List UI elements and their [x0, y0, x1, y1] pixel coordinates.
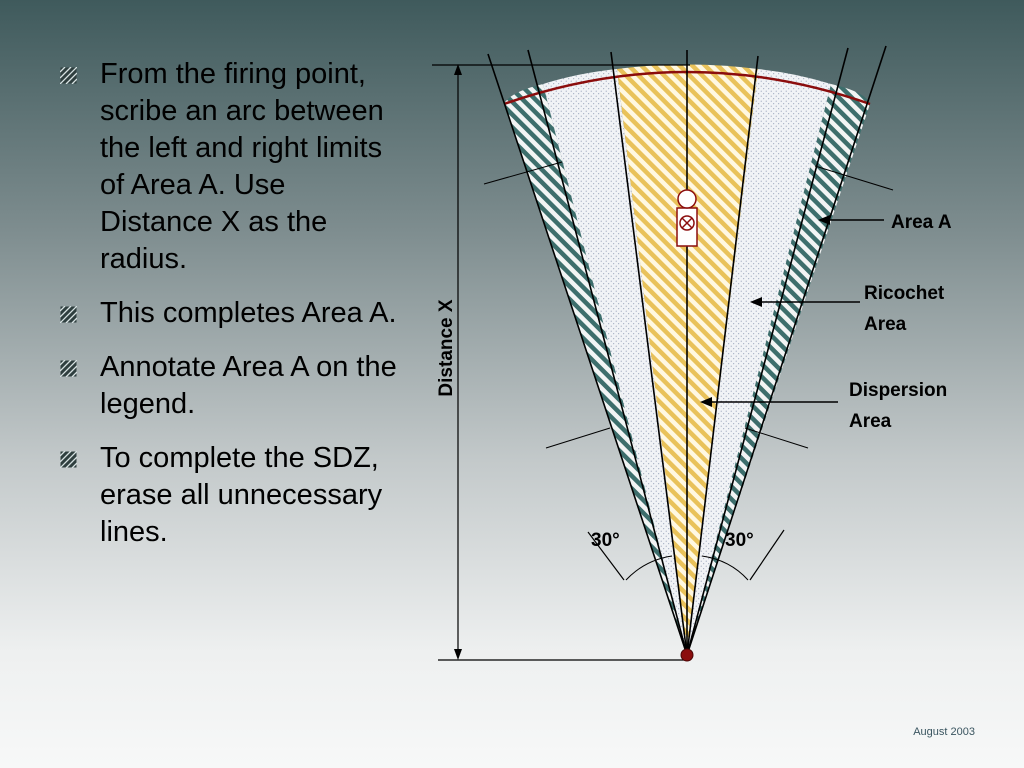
footer-date: August 2003: [913, 726, 975, 738]
angle-arcs: [625, 555, 749, 581]
distance-dimension: [432, 64, 690, 661]
bullet-item: From the firing point, scribe an arc bet…: [60, 56, 405, 278]
hatched-square-icon: [60, 451, 77, 468]
area-a-right-wedge: [687, 84, 870, 655]
target-symbol-icon: [676, 189, 698, 247]
area-a-left-wedge: [504, 84, 687, 655]
arrowhead-dispersion: [700, 397, 712, 407]
firing-point-icon: [680, 648, 694, 662]
hatched-square-icon: [60, 306, 77, 323]
angle-right-label: 30°: [725, 530, 754, 551]
angle-left-label: 30°: [591, 530, 620, 551]
hatched-square-icon: [60, 360, 77, 377]
distance-label: Distance X: [436, 299, 457, 396]
tick-marks: [483, 161, 894, 449]
dispersion-label-line2: Area: [849, 411, 892, 432]
leader-lines: [710, 219, 884, 403]
ricochet-label-line1: Ricochet: [864, 283, 945, 304]
bullet-list: From the firing point, scribe an arc bet…: [60, 56, 405, 568]
hatched-square-icon: [60, 67, 77, 84]
bullet-item: This completes Area A.: [60, 295, 405, 332]
ricochet-area-right: [687, 69, 831, 655]
area-a-label: Area A: [891, 212, 952, 233]
arrowhead-bottom: [454, 649, 462, 660]
ricochet-area-left: [543, 69, 687, 655]
arrowhead-area-a: [818, 215, 830, 225]
bullet-item: To complete the SDZ, erase all unnecessa…: [60, 440, 405, 551]
bullet-text: This completes Area A.: [100, 297, 397, 329]
dispersion-label-line1: Dispersion: [849, 380, 947, 401]
bullet-text: From the firing point, scribe an arc bet…: [100, 58, 384, 275]
arrowhead-top: [454, 64, 462, 75]
bullet-item: Annotate Area A on the legend.: [60, 349, 405, 423]
ricochet-label-line2: Area: [864, 314, 907, 335]
bullet-text: Annotate Area A on the legend.: [100, 351, 397, 420]
arrowhead-ricochet: [750, 297, 762, 307]
construction-lines: [487, 45, 887, 656]
bullet-text: To complete the SDZ, erase all unnecessa…: [100, 442, 383, 548]
